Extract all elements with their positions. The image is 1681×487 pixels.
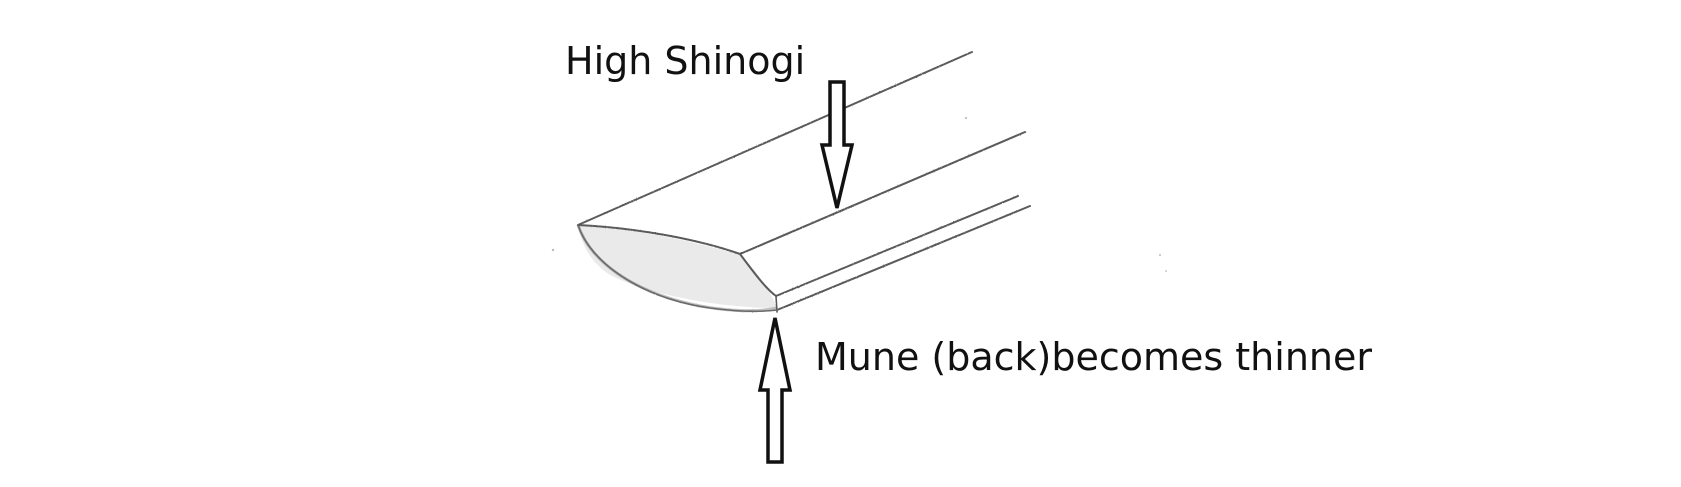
blade-outline	[577, 51, 1031, 313]
mune-label: Mune (back)becomes thinner	[815, 335, 1372, 379]
mune-edge-line	[776, 205, 1031, 311]
fukura-curve	[577, 224, 778, 313]
arrow-up-icon	[757, 317, 793, 464]
shinogi-ji-lower-line	[775, 195, 1019, 297]
arrow-down-icon	[819, 80, 855, 209]
paper-specks	[551, 116, 1167, 272]
yokote-line	[577, 224, 777, 297]
shinogi-line	[739, 131, 1026, 255]
top-edge-line	[577, 51, 973, 226]
high-shinogi-label: High Shinogi	[565, 39, 806, 83]
